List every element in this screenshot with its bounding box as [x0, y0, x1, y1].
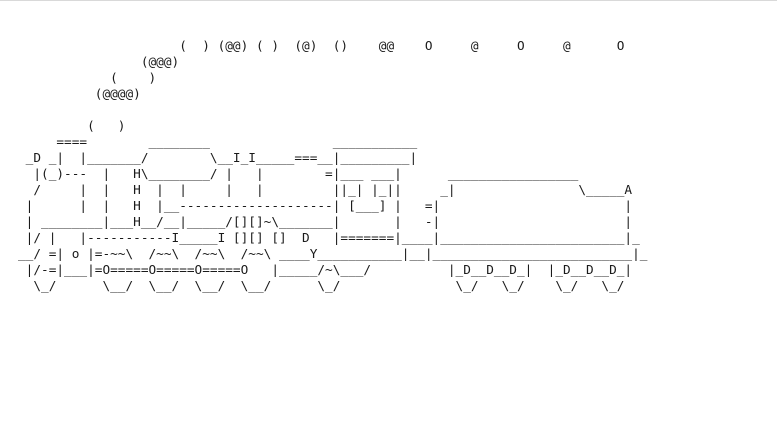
smoke-line-3: ( ) [18, 71, 157, 86]
wheels-line-1: |/-=|___|=O=====O=====O=====O |_____/~\_… [18, 263, 633, 278]
smoke-line-6: ( ) [18, 119, 126, 134]
wheels-line-2: \_/ \__/ \__/ \__/ \__/ \_/ \_/ \_/ \_/ … [18, 279, 625, 294]
locomotive-line-1: ==== ________ ___________ [18, 135, 418, 150]
locomotive-line-4: / | | H | | | | ||_| |_|| _| \_____A [18, 183, 633, 198]
ascii-steam-locomotive: ( ) (@@) ( ) (@) () @@ O @ O @ O (@@@) (… [18, 39, 647, 295]
smoke-line-4: (@@@@) [18, 87, 141, 102]
locomotive-line-7: |/ | |-----------I_____I [][] [] D |====… [18, 231, 640, 246]
locomotive-line-3: |(_)--- | H\________/ | | =|___ ___| ___… [18, 167, 579, 182]
locomotive-line-8: __/ =| o |=-~~\ /~~\ /~~\ /~~\ ____Y____… [18, 247, 648, 262]
locomotive-line-5: | | | H |__--------------------| [___] |… [18, 199, 633, 214]
locomotive-line-6: | ________|___H__/__|_____/[][]~\_______… [18, 215, 633, 230]
smoke-line-2: (@@@) [18, 55, 180, 70]
smoke-line-1: ( ) (@@) ( ) (@) () @@ O @ O @ O [18, 39, 625, 54]
locomotive-line-2: _D _| |_______/ \__I_I_____===__|_______… [18, 151, 418, 166]
